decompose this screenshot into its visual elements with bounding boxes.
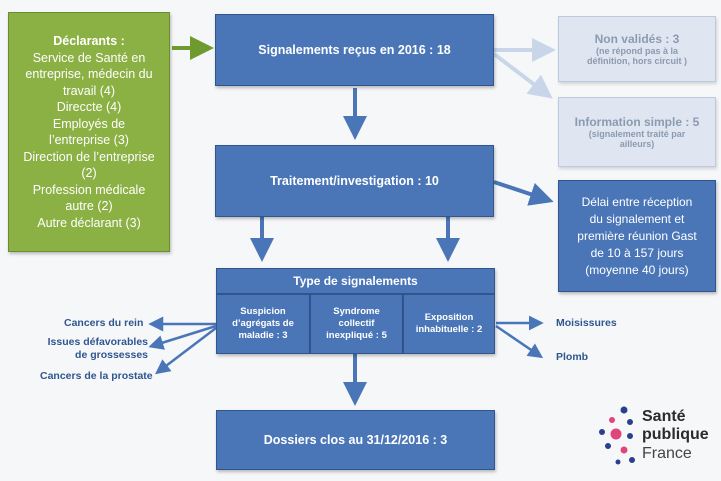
declarants-line: Employés de [52, 116, 126, 131]
non-valides-title: Non validés : 3 [594, 32, 680, 46]
declarants-line: Direccte (4) [56, 100, 122, 114]
delai-line: Délai entre réception [581, 194, 693, 209]
declarants-line: entreprise, médecin du [25, 67, 153, 81]
non-valides-note: définition, hors circuit ) [586, 56, 687, 66]
non-valides-note: (ne répond pas à la [595, 46, 679, 56]
declarants-line: travail (4) [62, 83, 116, 98]
outcome-line: de grossesses [75, 349, 148, 361]
arrow-to-info-simple [492, 52, 553, 99]
outcome-plomb: Plomb [556, 351, 589, 363]
type-line: Syndrome [333, 306, 380, 317]
type-line: maladie : 3 [238, 330, 288, 341]
closed-label: Dossiers clos au 31/12/2016 : 3 [263, 433, 448, 447]
type-header: Type de signalements [216, 268, 495, 294]
type-line: d’agrégats de [232, 318, 294, 329]
outcome-moisissures: Moisissures [556, 317, 617, 329]
arrow-to-cancers-prostate [155, 327, 217, 375]
delai-box: Délai entre réception du signalement et … [558, 180, 716, 292]
delai-line: de 10 à 157 jours [590, 245, 684, 260]
type-line: inexpliqué : 5 [326, 330, 387, 341]
declarants-line: Direction de l’entreprise [23, 149, 155, 164]
declarants-line: Service de Santé en [32, 50, 146, 65]
info-simple-note: (signalement traité par [588, 129, 686, 139]
type-suspicion: Suspicion d’agrégats de maladie : 3 [216, 294, 310, 354]
declarants-box: Déclarants : Service de Santé en entrepr… [8, 12, 170, 252]
logo-line-3: France [642, 445, 692, 462]
logo-dots-icon [599, 406, 635, 465]
arrow-to-issues-grossesses [148, 324, 217, 350]
outcome-issues-grossesses: Issues défavorables de grossesses [44, 336, 148, 362]
declarants-line: Profession médicale [32, 182, 146, 197]
traitement-box: Traitement/investigation : 10 [215, 145, 494, 217]
received-label: Signalements reçus en 2016 : 18 [258, 43, 451, 57]
received-box: Signalements reçus en 2016 : 18 [215, 14, 494, 86]
outcome-cancers-prostate: Cancers de la prostate [40, 370, 153, 382]
delai-line: première réunion Gast [577, 228, 697, 243]
type-exposition: Exposition inhabituelle : 2 [403, 294, 495, 354]
outcome-line: Issues défavorables [47, 336, 148, 348]
logo-line-2: publique [642, 426, 709, 443]
logo-line-1: Santé [642, 408, 686, 425]
declarants-line: Autre déclarant (3) [37, 215, 141, 230]
arrow-to-plomb [495, 324, 544, 359]
non-valides-box: Non validés : 3 (ne répond pas à la défi… [558, 16, 716, 82]
type-syndrome: Syndrome collectif inexpliqué : 5 [310, 294, 403, 354]
delai-line: (moyenne 40 jours) [585, 262, 689, 277]
declarants-title: Déclarants : [53, 34, 125, 48]
info-simple-box: Information simple : 5 (signalement trai… [558, 97, 716, 167]
type-line: Suspicion [240, 306, 286, 317]
closed-box: Dossiers clos au 31/12/2016 : 3 [216, 410, 495, 470]
declarants-line: autre (2) [65, 199, 113, 213]
type-line: inhabituelle : 2 [415, 324, 483, 335]
traitement-label: Traitement/investigation : 10 [270, 174, 439, 188]
sante-publique-france-logo: Santé publique France [594, 404, 719, 472]
info-simple-note: ailleurs) [619, 139, 655, 149]
arrow-traitement-to-delai [493, 180, 554, 206]
delai-line: du signalement et [589, 211, 685, 226]
info-simple-title: Information simple : 5 [574, 115, 700, 129]
outcome-cancers-rein: Cancers du rein [64, 317, 144, 329]
type-line: Exposition [424, 312, 474, 323]
declarants-line: (2) [81, 166, 97, 180]
declarants-line: l’entreprise (3) [49, 133, 129, 147]
type-header-label: Type de signalements [293, 274, 418, 288]
type-line: collectif [338, 318, 375, 329]
